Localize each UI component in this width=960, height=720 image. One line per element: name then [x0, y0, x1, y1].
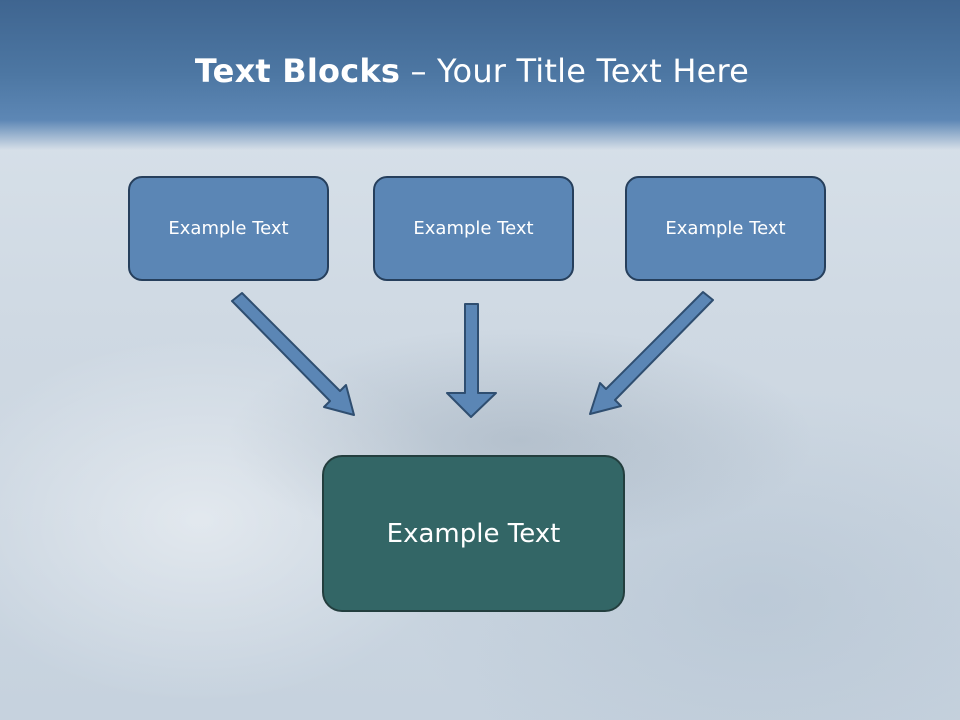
- text-block-2-label: Example Text: [413, 218, 534, 239]
- result-block-label: Example Text: [386, 518, 561, 549]
- text-block-1[interactable]: Example Text: [128, 176, 329, 281]
- slide-title: Text Blocks – Your Title Text Here: [0, 52, 944, 90]
- arrow-right-to-center: [589, 291, 714, 415]
- text-block-3[interactable]: Example Text: [625, 176, 826, 281]
- title-rest: – Your Title Text Here: [400, 52, 750, 90]
- title-bar: [0, 0, 960, 150]
- text-block-1-label: Example Text: [168, 218, 289, 239]
- text-block-2[interactable]: Example Text: [373, 176, 574, 281]
- text-block-3-label: Example Text: [665, 218, 786, 239]
- title-bold: Text Blocks: [194, 52, 401, 90]
- arrow-middle-to-center: [446, 303, 497, 418]
- result-block[interactable]: Example Text: [322, 455, 625, 612]
- arrow-left-to-center: [231, 292, 355, 416]
